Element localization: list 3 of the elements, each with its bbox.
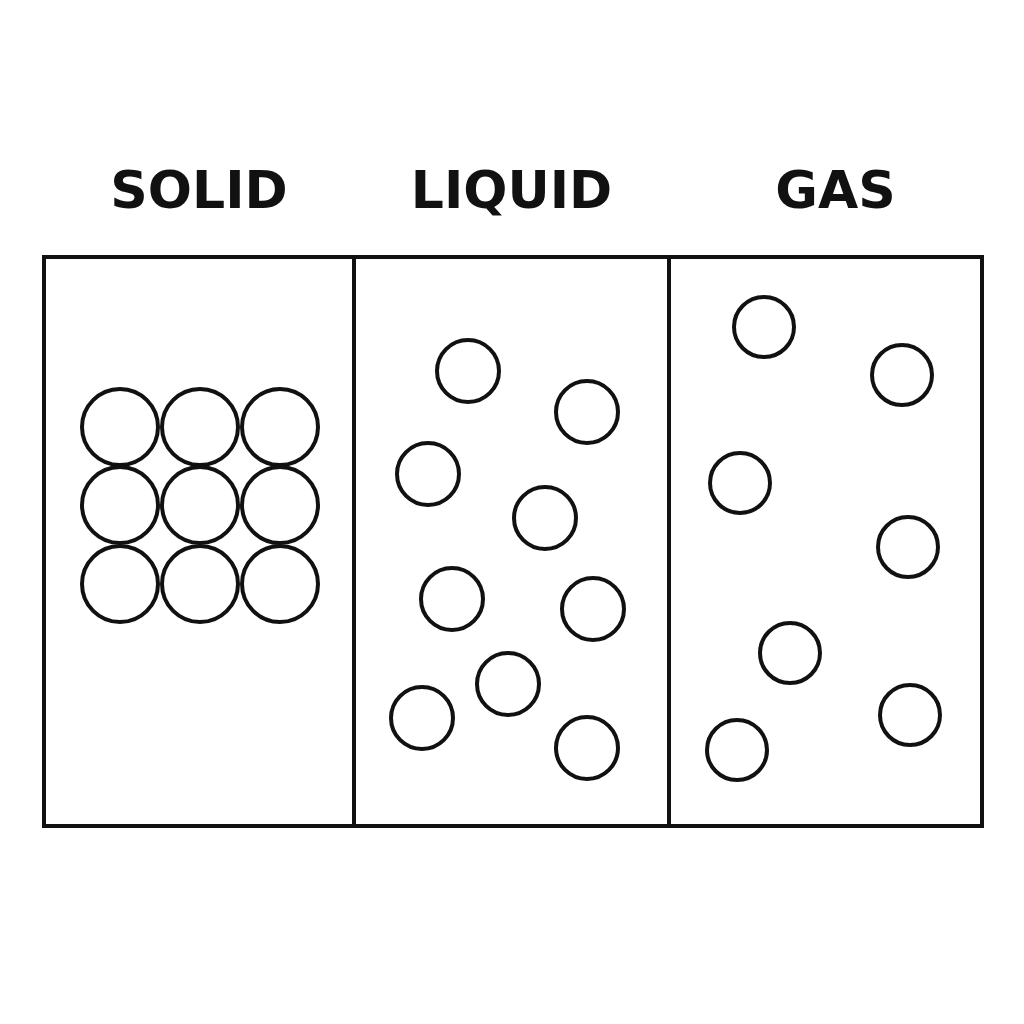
state-heading: LIQUID bbox=[410, 160, 613, 220]
state-heading: SOLID bbox=[110, 160, 288, 220]
state-heading: GAS bbox=[775, 160, 896, 220]
